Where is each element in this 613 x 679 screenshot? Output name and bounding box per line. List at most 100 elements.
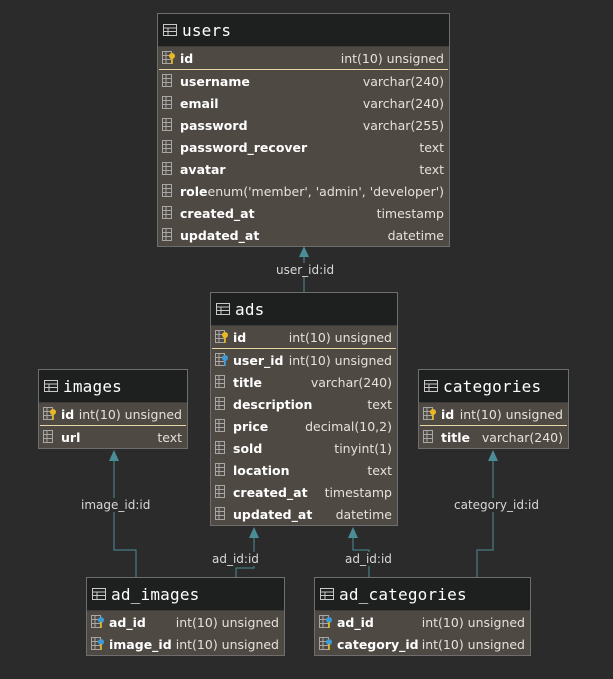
column-row[interactable]: title varchar(240)	[211, 371, 397, 393]
foreign-key-icon	[215, 353, 231, 367]
column-name: id	[233, 329, 247, 345]
column-name: description	[233, 396, 313, 412]
relation-line-ad-images-images	[113, 456, 137, 577]
column-row[interactable]: avatar text	[158, 158, 449, 180]
table-grid-icon	[163, 24, 177, 36]
column-name: price	[233, 418, 269, 434]
column-row[interactable]: id int(10) unsigned	[211, 326, 397, 348]
table-name: images	[63, 376, 122, 396]
arrowhead-ads-right	[348, 527, 358, 538]
table-name: users	[182, 20, 232, 40]
column-icon	[215, 463, 231, 477]
column-icon	[162, 118, 178, 132]
column-name: title	[441, 429, 470, 445]
primary-foreign-key-icon	[319, 615, 335, 629]
column-type: int(10) unsigned	[175, 614, 279, 630]
column-name: title	[233, 374, 262, 390]
column-type: int(10) unsigned	[78, 406, 182, 422]
column-type: int(10) unsigned	[288, 329, 392, 345]
column-type: text	[157, 429, 182, 445]
column-name: category_id	[337, 636, 419, 652]
column-type: tinyint(1)	[334, 440, 392, 456]
primary-key-icon	[162, 51, 178, 65]
column-icon	[162, 74, 178, 88]
column-type: timestamp	[324, 484, 392, 500]
column-type: text	[367, 462, 392, 478]
column-type: int(10) unsigned	[459, 406, 563, 422]
column-icon	[162, 228, 178, 242]
table-grid-icon	[216, 303, 230, 315]
table-header[interactable]: ad_categories	[315, 578, 530, 611]
column-type: decimal(10,2)	[305, 418, 392, 434]
table-header[interactable]: ad_images	[87, 578, 284, 611]
column-type: int(10) unsigned	[288, 352, 392, 368]
column-type: varchar(255)	[362, 117, 444, 133]
column-name: id	[61, 406, 75, 422]
table-name: ad_images	[111, 584, 200, 604]
column-type: enum('member', 'admin', 'developer')	[207, 183, 445, 199]
column-icon	[215, 375, 231, 389]
column-name: created_at	[233, 484, 308, 500]
column-name: avatar	[180, 161, 226, 177]
table-header[interactable]: images	[39, 370, 187, 403]
primary-key-icon	[43, 407, 59, 421]
relation-label-ad-id-images: ad_id:id	[210, 552, 261, 566]
column-icon	[215, 485, 231, 499]
column-row[interactable]: price decimal(10,2)	[211, 415, 397, 437]
arrowhead-categories	[488, 450, 498, 461]
column-type: text	[419, 139, 444, 155]
table-grid-icon	[44, 380, 58, 392]
column-icon	[162, 184, 178, 198]
column-row[interactable]: password_recover text	[158, 136, 449, 158]
relation-label-ad-id-categories: ad_id:id	[343, 552, 394, 566]
primary-key-separator	[159, 69, 448, 70]
column-type: varchar(240)	[310, 374, 392, 390]
table-grid-icon	[424, 380, 438, 392]
column-icon	[162, 140, 178, 154]
arrowhead-ads-left	[249, 527, 259, 538]
table-header[interactable]: users	[158, 14, 449, 47]
relation-label-category-id: category_id:id	[452, 498, 541, 512]
column-icon	[162, 96, 178, 110]
primary-foreign-key-icon	[91, 637, 107, 651]
column-name: id	[180, 50, 194, 66]
column-row[interactable]: created_at timestamp	[211, 481, 397, 503]
primary-key-icon	[423, 407, 439, 421]
column-name: password_recover	[180, 139, 308, 155]
column-type: varchar(240)	[362, 73, 444, 89]
column-type: int(10) unsigned	[421, 614, 525, 630]
column-name: user_id	[233, 352, 284, 368]
table-header[interactable]: ads	[211, 293, 397, 326]
table-header[interactable]: categories	[419, 370, 568, 403]
column-type: text	[419, 161, 444, 177]
column-icon	[215, 419, 231, 433]
column-icon	[215, 397, 231, 411]
